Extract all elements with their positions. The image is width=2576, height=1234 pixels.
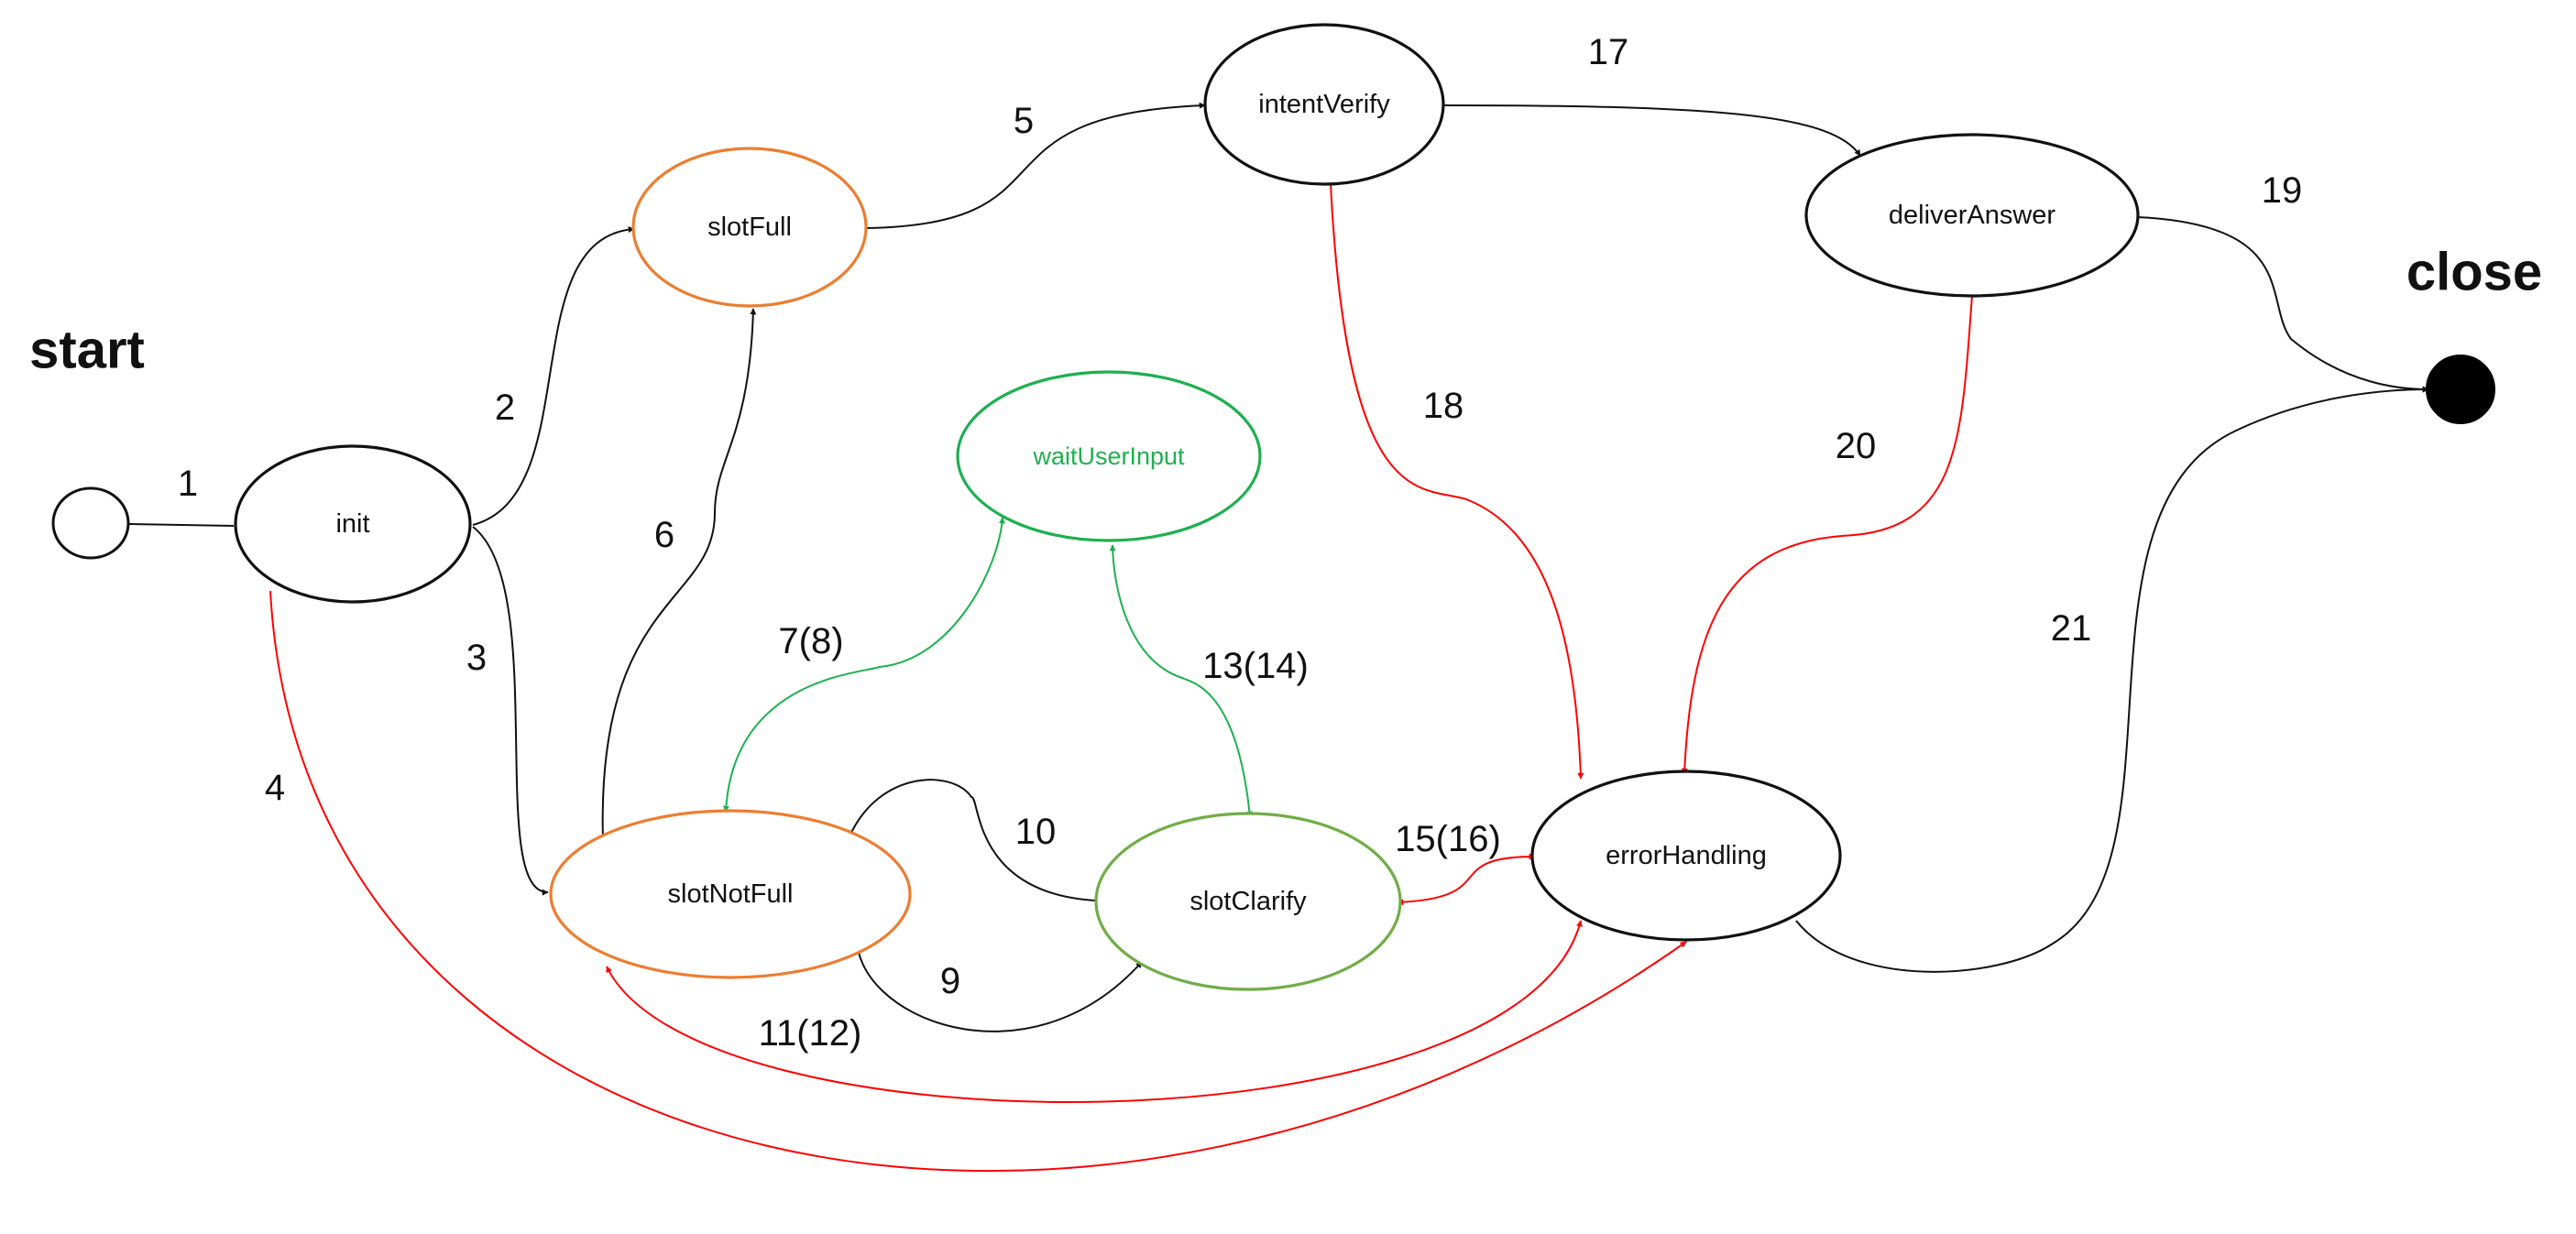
close-label: close (2406, 243, 2542, 302)
state-deliverAnswer-label: deliverAnswer (1889, 201, 2055, 230)
state-slotFull-shape (631, 147, 868, 308)
state-errorHandling-shape (1530, 770, 1842, 942)
state-init: init (234, 444, 472, 604)
edge-20 (1681, 295, 1973, 775)
edge-label-2: 2 (495, 388, 515, 428)
edge-label-4: 4 (265, 768, 285, 808)
state-slotClarify-label: slotClarify (1189, 887, 1307, 916)
state-slotClarify: slotClarify (1094, 812, 1402, 991)
edge-4 (269, 590, 1687, 1173)
edge-6 (601, 308, 757, 842)
edge-label-18: 18 (1423, 386, 1464, 426)
edge-label-20: 20 (1836, 426, 1877, 466)
state-waitUserInput: waitUserInput (956, 370, 1262, 542)
edge-label-6: 6 (654, 515, 674, 555)
state-slotFull: slotFull (631, 147, 868, 308)
edge-label-9: 9 (940, 961, 960, 1001)
state-slotClarify-shape (1094, 812, 1402, 991)
edge-label-19: 19 (2262, 170, 2303, 211)
edge-18 (1330, 182, 1584, 780)
edge-label-3: 3 (466, 638, 487, 678)
edge-9 (855, 934, 1143, 1032)
edge-label-13-14: 13(14) (1202, 646, 1309, 686)
edge-label-17: 17 (1588, 32, 1629, 72)
edge-11-12 (606, 920, 1583, 1104)
edge-3 (472, 526, 549, 896)
state-slotNotFull: slotNotFull (549, 809, 912, 979)
edge-label-5: 5 (1014, 101, 1034, 141)
state-slotNotFull-shape (549, 809, 912, 979)
close-node (2426, 355, 2495, 424)
edge-21 (1795, 386, 2429, 973)
state-slotFull-label: slotFull (707, 213, 792, 242)
state-init-label: init (335, 509, 369, 539)
state-init-shape (234, 444, 472, 604)
state-deliverAnswer-shape (1804, 133, 2140, 298)
edge-13-14 (1109, 544, 1253, 818)
state-intentVerify: intentVerify (1203, 23, 1445, 186)
edge-1 (128, 523, 235, 527)
edge-label-11-12: 11(12) (759, 1013, 862, 1054)
state-slotNotFull-label: slotNotFull (668, 879, 794, 909)
edge-label-1: 1 (178, 464, 198, 504)
edge-label-7-8: 7(8) (778, 621, 843, 661)
state-errorHandling: errorHandling (1530, 770, 1842, 942)
edge-5 (866, 102, 1206, 229)
state-deliverAnswer: deliverAnswer (1804, 133, 2140, 298)
state-errorHandling-label: errorHandling (1606, 841, 1767, 870)
state-waitUserInput-label: waitUserInput (1032, 442, 1185, 470)
start-label: start (29, 321, 145, 380)
edge-10 (849, 779, 1097, 901)
state-intentVerify-label: intentVerify (1258, 90, 1390, 119)
edge-19 (2136, 216, 2429, 393)
edge-15-16 (1397, 853, 1536, 906)
edge-label-10: 10 (1015, 812, 1057, 852)
state-waitUserInput-shape (956, 370, 1262, 542)
edge-label-21: 21 (2051, 608, 2092, 649)
edge-7-8 (722, 517, 1006, 813)
edge-17 (1442, 104, 1861, 157)
start-node (51, 486, 130, 560)
edge-2 (472, 226, 635, 526)
edge-label-15-16: 15(16) (1395, 819, 1501, 859)
state-intentVerify-shape (1203, 23, 1445, 186)
